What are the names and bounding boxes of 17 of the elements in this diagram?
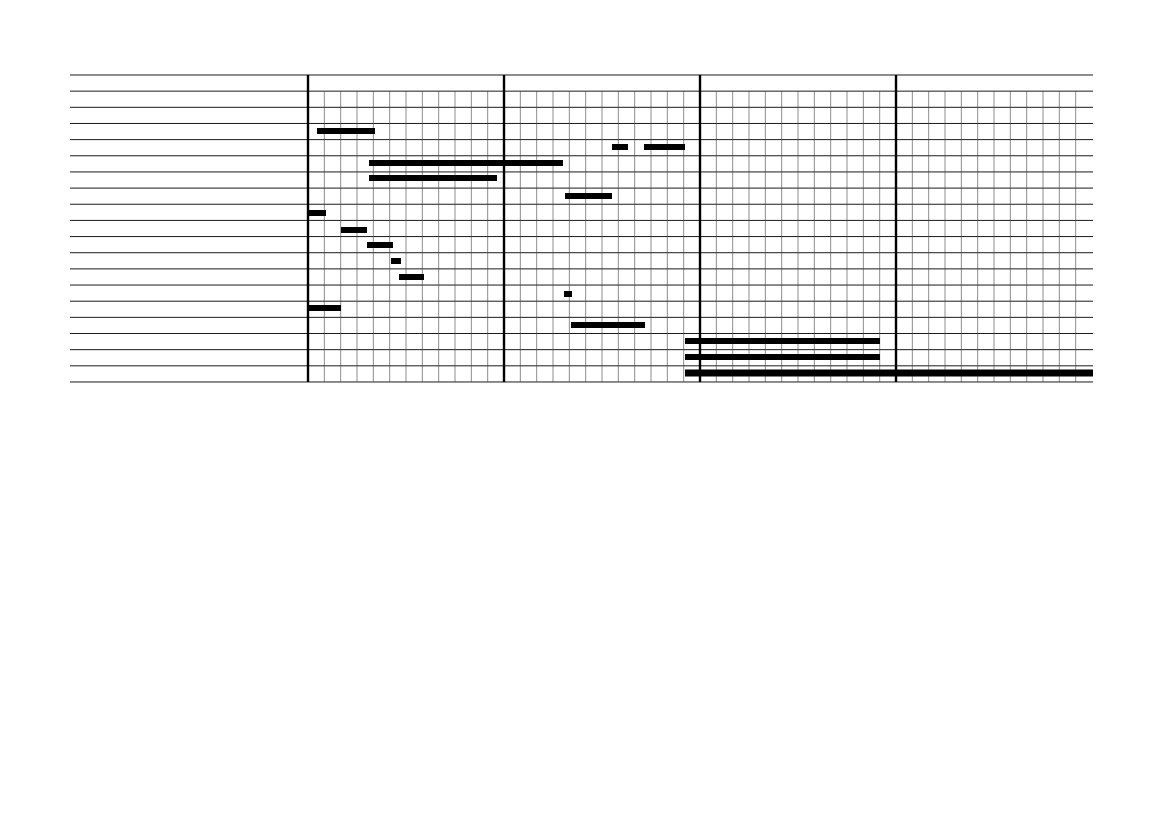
gantt-bar [685, 338, 880, 344]
gantt-bar [341, 227, 367, 233]
gantt-bar [685, 369, 1093, 377]
gantt-bar [369, 160, 563, 166]
gantt-bar [308, 305, 341, 311]
gantt-bar [367, 242, 393, 248]
gantt-bar [308, 210, 326, 216]
gantt-bar [564, 291, 572, 297]
gantt-bar [644, 144, 685, 150]
gantt-bar [369, 175, 497, 181]
gantt-bar [565, 193, 612, 199]
gantt-bar [399, 274, 424, 280]
gantt-bar [571, 322, 645, 328]
gantt-bar [685, 354, 880, 360]
gantt-bar [391, 258, 401, 264]
gantt-bar [317, 128, 375, 134]
gantt-bar [612, 144, 628, 150]
